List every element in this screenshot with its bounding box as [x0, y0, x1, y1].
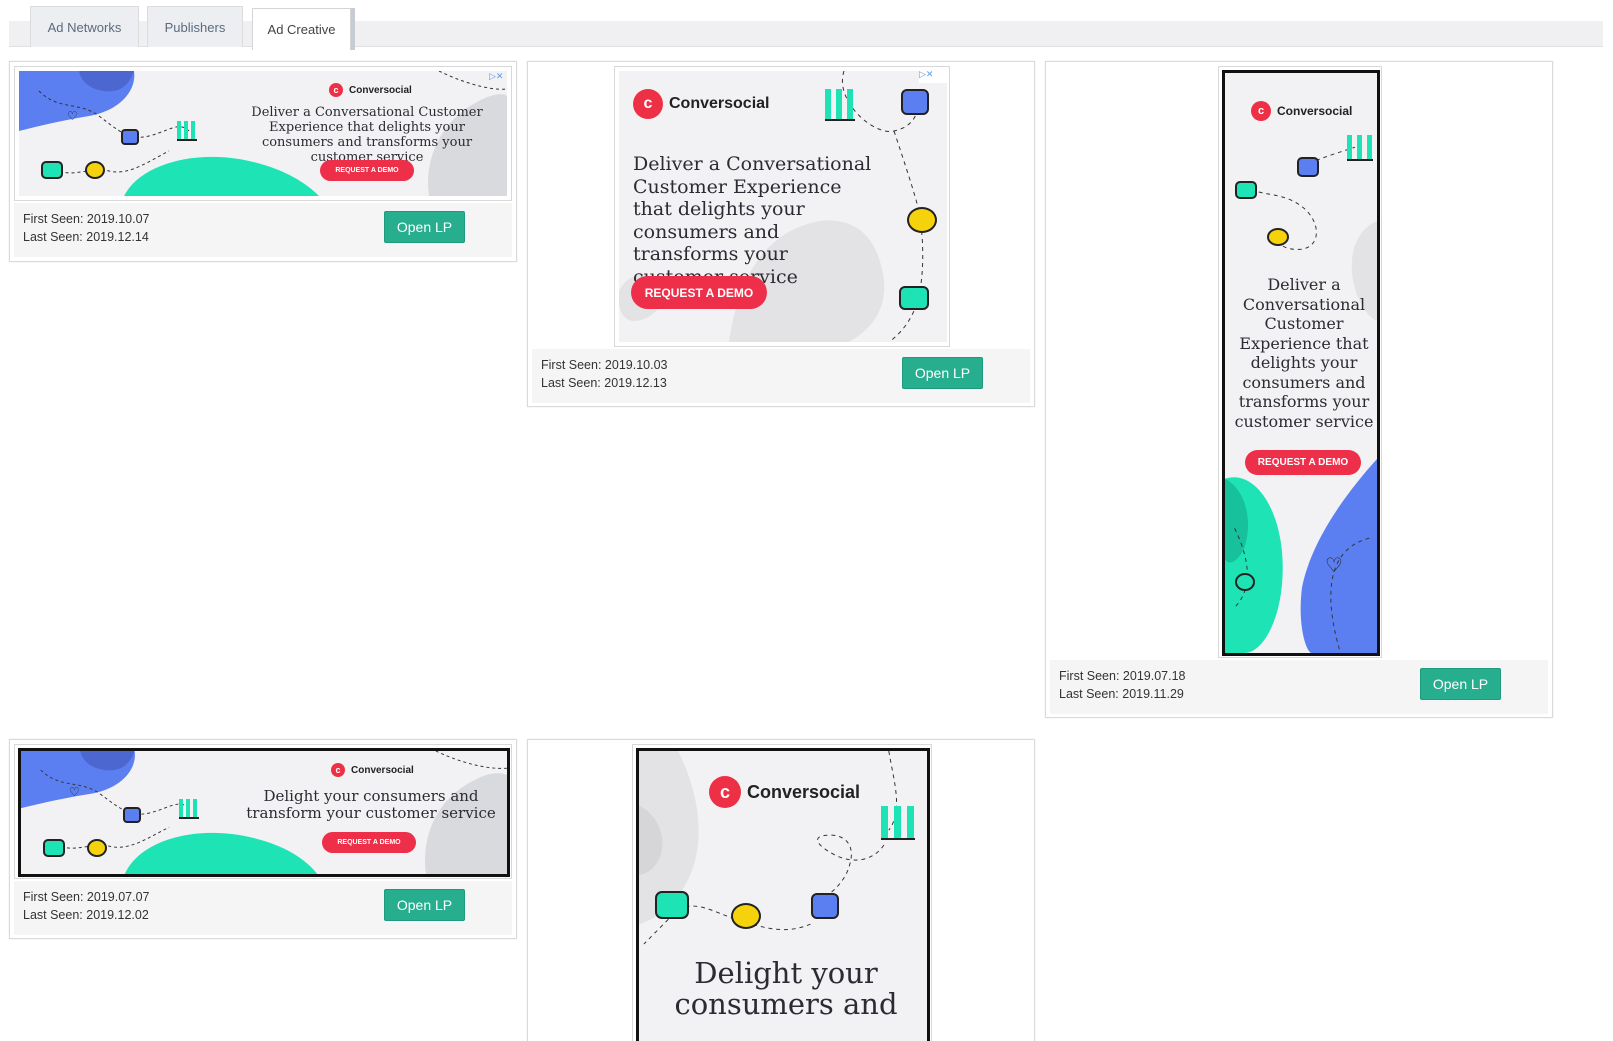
brand-name: Conversocial — [747, 781, 861, 802]
brand-mark: c — [633, 89, 663, 119]
tab-label: Publishers — [164, 19, 226, 35]
adchoices-icon[interactable]: ▷✕ — [919, 69, 947, 83]
chat-bubble-icon — [1267, 228, 1289, 246]
heart-icon: ♡ — [69, 785, 80, 799]
creative-frame: c Conversocial Deliver a Conversational … — [1218, 66, 1382, 658]
creative-frame: c Conversocial Delight your consumers an… — [632, 744, 932, 1041]
brand-name: Conversocial — [1277, 104, 1353, 118]
ad-decoration — [1225, 146, 1377, 653]
creative-frame: ♡ c Conversocial Deliver a Conversationa… — [14, 66, 512, 201]
ad-creative-image[interactable]: ♡ c Conversocial Deliver a Conversationa… — [19, 71, 507, 196]
brand-logo: c Conversocial — [633, 89, 769, 119]
robot-icon — [899, 286, 929, 310]
creative-card: ♡ c Conversocial Deliver a Conversationa… — [9, 61, 517, 262]
open-lp-button[interactable]: Open LP — [384, 211, 465, 243]
thumbs-up-icon — [1297, 157, 1319, 177]
ad-headline: Deliver a Conversational Customer Experi… — [251, 105, 483, 165]
ad-creative-image[interactable]: c Conversocial Deliver a Conversational … — [619, 71, 947, 342]
thumbs-up-icon — [901, 89, 929, 115]
first-seen: First Seen: 2019.10.03 — [541, 358, 668, 372]
bar-chart-icon — [179, 799, 199, 819]
brand-name: Conversocial — [349, 84, 412, 96]
ad-cta-button[interactable]: REQUEST A DEMO — [1245, 450, 1361, 475]
last-seen: Last Seen: 2019.12.13 — [541, 376, 667, 390]
ad-cta-button[interactable]: REQUEST A DEMO — [320, 160, 414, 181]
robot-icon — [43, 839, 65, 857]
thumbs-up-icon — [121, 129, 139, 145]
brand-name: Conversocial — [669, 95, 770, 112]
adchoices-icon[interactable]: ▷✕ — [489, 71, 504, 81]
brand-logo: c Conversocial — [329, 83, 412, 97]
creative-card: ♡ c Conversocial Delight your consumers … — [9, 739, 517, 939]
chat-bubble-icon — [907, 207, 937, 233]
first-seen: First Seen: 2019.07.07 — [23, 890, 150, 904]
brand-logo: c Conversocial — [331, 763, 414, 777]
ad-decoration — [21, 751, 507, 874]
thumbs-up-icon — [811, 893, 839, 919]
creative-meta: First Seen: 2019.10.07 Last Seen: 2019.1… — [14, 203, 512, 257]
brand-name: Conversocial — [351, 764, 414, 776]
ad-creative-image[interactable]: ♡ c Conversocial Delight your consumers … — [18, 748, 510, 877]
bar-chart-icon — [177, 121, 197, 141]
robot-icon — [41, 161, 63, 179]
ad-decoration — [19, 71, 507, 196]
tab-label: Ad Creative — [267, 22, 336, 37]
ad-headline: Deliver a Conversational Customer Experi… — [1234, 275, 1374, 431]
creative-meta: First Seen: 2019.07.18 Last Seen: 2019.1… — [1050, 660, 1548, 714]
chat-bubble-icon — [85, 161, 105, 179]
ad-cta-button[interactable]: REQUEST A DEMO — [322, 832, 416, 853]
last-seen: Last Seen: 2019.11.29 — [1059, 687, 1184, 701]
brand-mark: c — [1251, 101, 1271, 121]
tab-publishers[interactable]: Publishers — [147, 6, 243, 47]
tab-ad-networks[interactable]: Ad Networks — [30, 6, 139, 47]
creative-frame: c Conversocial Deliver a Conversational … — [614, 66, 950, 347]
chat-bubble-icon — [87, 839, 107, 857]
heart-icon: ♡ — [67, 109, 78, 123]
chat-bubble-icon — [731, 903, 761, 929]
last-seen: Last Seen: 2019.12.02 — [23, 908, 149, 922]
brand-logo: c Conversocial — [1251, 101, 1352, 121]
bar-chart-icon — [1347, 135, 1373, 161]
brand-mark: c — [329, 83, 343, 97]
ad-headline: Delight your consumers and — [674, 956, 898, 1021]
robot-icon — [655, 891, 689, 919]
creative-card: c Conversocial Deliver a Conversational … — [527, 61, 1035, 407]
creative-frame: ♡ c Conversocial Delight your consumers … — [14, 744, 512, 879]
tab-label: Ad Networks — [47, 19, 122, 35]
open-lp-button[interactable]: Open LP — [902, 357, 983, 389]
last-seen: Last Seen: 2019.12.14 — [23, 230, 149, 244]
heart-icon: ♡ — [1325, 555, 1343, 577]
robot-icon — [1235, 181, 1257, 199]
bar-chart-icon — [825, 89, 855, 121]
tab-bar — [9, 21, 1603, 47]
creative-card: c Conversocial Delight your consumers an… — [527, 739, 1035, 1041]
open-lp-button[interactable]: Open LP — [1420, 668, 1501, 700]
brand-mark: c — [709, 776, 741, 808]
ad-cta-button[interactable]: REQUEST A DEMO — [631, 276, 767, 309]
brand-mark: c — [331, 763, 345, 777]
thumbs-up-icon — [123, 807, 141, 823]
open-lp-button[interactable]: Open LP — [384, 889, 465, 921]
chat-bubble-icon — [1235, 573, 1255, 591]
ad-creative-image[interactable]: c Conversocial Deliver a Conversational … — [1222, 70, 1380, 656]
first-seen: First Seen: 2019.07.18 — [1059, 669, 1186, 683]
ad-decoration — [639, 751, 898, 945]
creative-meta: First Seen: 2019.07.07 Last Seen: 2019.1… — [14, 881, 512, 935]
first-seen: First Seen: 2019.10.07 — [23, 212, 150, 226]
ad-headline: Delight your consumers and transform you… — [246, 787, 496, 822]
tab-ad-creative[interactable]: Ad Creative — [252, 8, 351, 50]
creative-meta: First Seen: 2019.10.03 Last Seen: 2019.1… — [532, 349, 1030, 403]
creative-card: c Conversocial Deliver a Conversational … — [1045, 61, 1553, 718]
bar-chart-icon — [881, 806, 915, 840]
ad-headline: Deliver a Conversational Customer Experi… — [633, 153, 872, 288]
brand-logo: c Conversocial — [709, 776, 860, 808]
ad-creative-image[interactable]: c Conversocial Delight your consumers an… — [636, 748, 930, 1041]
